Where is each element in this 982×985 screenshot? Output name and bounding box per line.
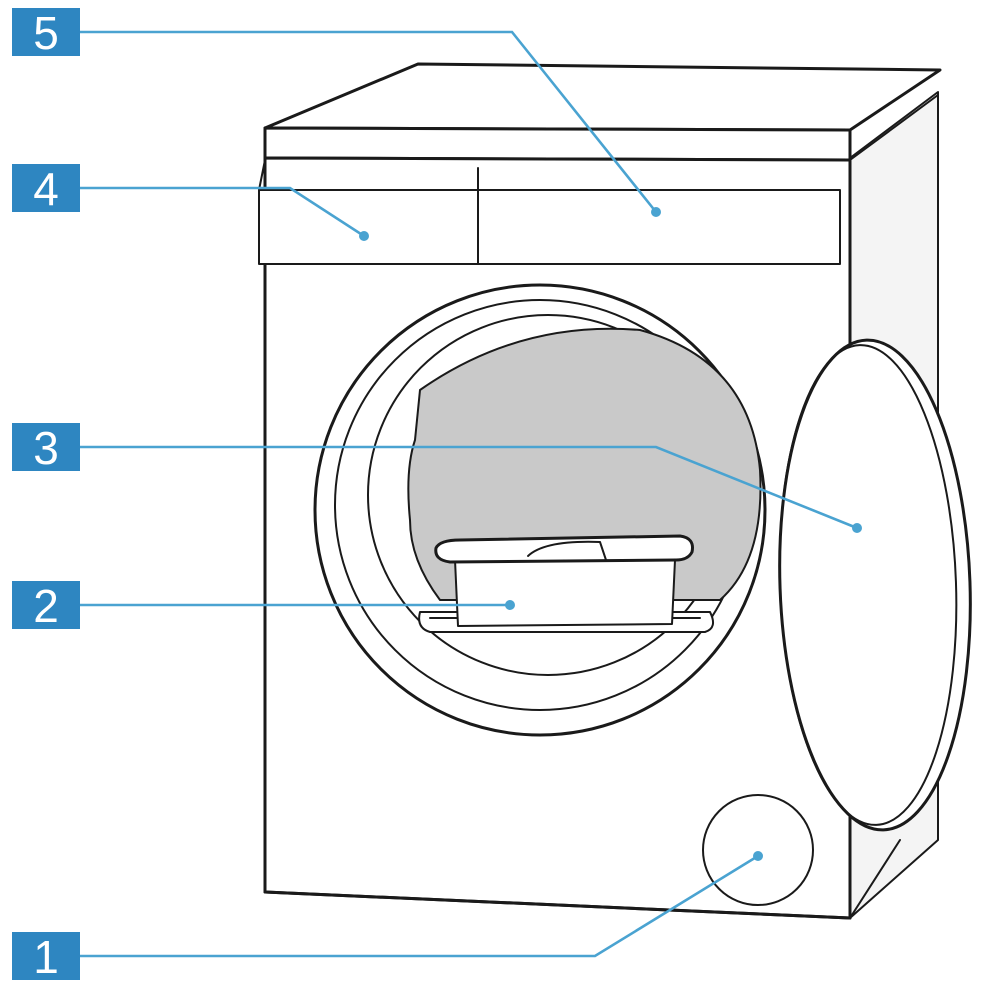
badge-box [12, 423, 80, 471]
top-panel [263, 62, 942, 132]
badge-box [12, 8, 80, 56]
callout-badge-1: 1 [12, 931, 80, 983]
heat-exchanger-cover [702, 794, 814, 906]
fluff-filter [454, 559, 676, 627]
leader-1 [80, 854, 759, 958]
badge-box [12, 164, 80, 212]
fluff-filter-handle [434, 534, 694, 564]
control-panel [258, 189, 841, 265]
leader-5 [80, 30, 658, 213]
door-opening [313, 283, 767, 737]
leader-3 [80, 445, 858, 530]
badge-label: 4 [33, 163, 59, 215]
leader-4 [80, 186, 365, 238]
callout-badge-5: 5 [12, 7, 80, 59]
badge-label: 3 [33, 422, 59, 474]
badge-box [12, 581, 80, 629]
badge-label: 1 [33, 931, 59, 983]
callout-badge-2: 2 [12, 580, 80, 632]
badge-label: 2 [33, 580, 59, 632]
open-door [778, 338, 972, 832]
drum-interior [407, 327, 762, 601]
top-front-edge [263, 126, 852, 162]
door-glass-rim [778, 344, 958, 826]
badge-label: 5 [33, 7, 59, 59]
callout-badge-4: 4 [12, 163, 80, 215]
callout-badge-3: 3 [12, 422, 80, 474]
badge-box [12, 932, 80, 980]
leader-lines [80, 30, 862, 958]
